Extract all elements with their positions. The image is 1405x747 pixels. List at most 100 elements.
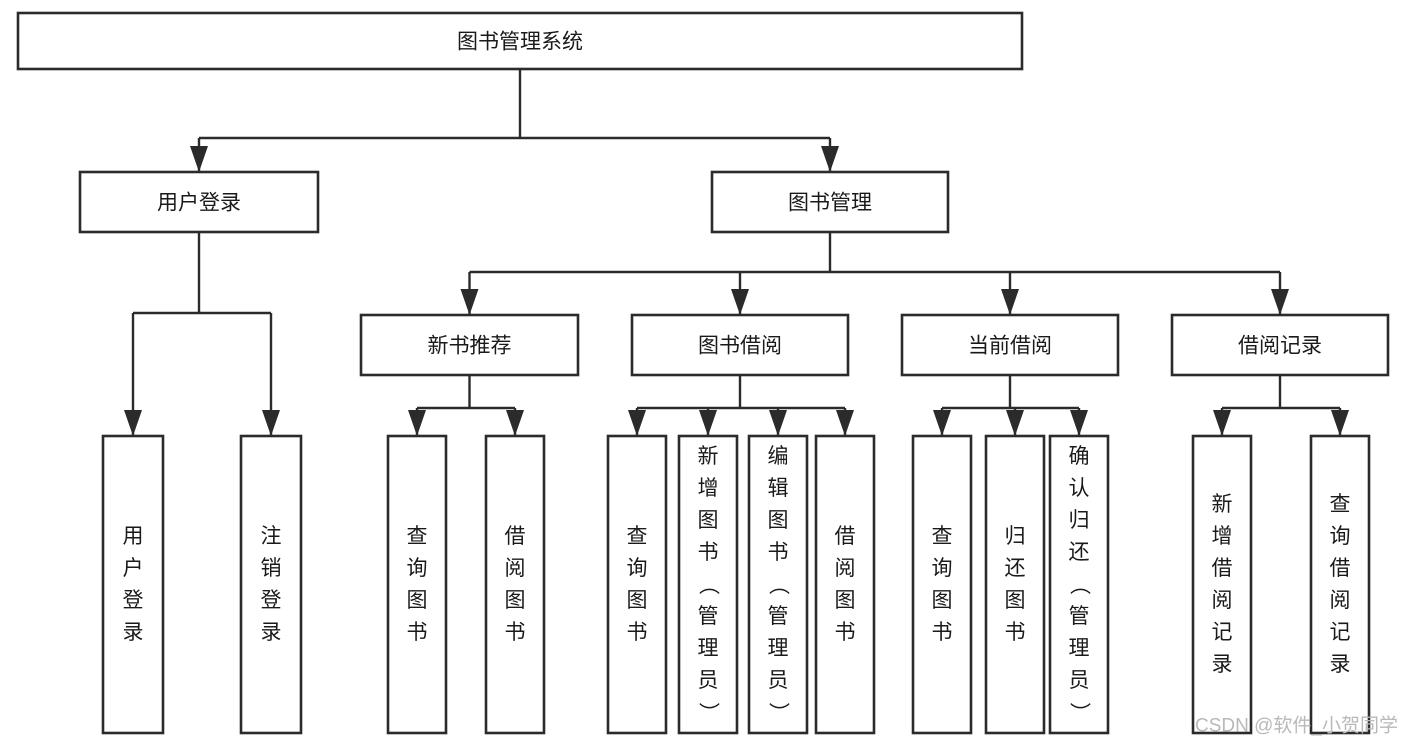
node-图书管理系统-root-rect[interactable] — [16, 11, 1024, 71]
node-用户登录-leaf-0-0[interactable]: 用户登录 — [101, 434, 165, 735]
svg-text:查: 查 — [932, 525, 953, 548]
root-arrow-0 — [190, 146, 208, 172]
svg-text:图: 图 — [932, 589, 953, 612]
node-借阅图书-leaf3-1-3-rect[interactable] — [814, 434, 876, 735]
svg-text:）: ） — [697, 702, 720, 723]
svg-text:书: 书 — [1005, 621, 1026, 644]
csdn-watermark: CSDN @软件_小贺同学 — [1195, 715, 1398, 737]
node-借阅图书-leaf3-0-1-rect[interactable] — [484, 434, 546, 735]
svg-text:编: 编 — [768, 445, 789, 468]
svg-text:（: （ — [767, 574, 790, 595]
svg-text:登: 登 — [261, 589, 282, 612]
svg-text:借: 借 — [1212, 557, 1233, 580]
node-用户登录-leaf-0-0-rect[interactable] — [101, 434, 165, 735]
node-当前借阅-l3-label: 当前借阅 — [968, 335, 1052, 358]
node-layer: 图书管理系统用户登录图书管理新书推荐图书借阅当前借阅借阅记录用户登录注销登录查询… — [16, 11, 1390, 735]
svg-text:阅: 阅 — [505, 557, 526, 580]
svg-text:）: ） — [767, 702, 790, 723]
svg-text:管: 管 — [768, 605, 789, 628]
node-新书推荐-l3-rect[interactable] — [359, 313, 580, 377]
svg-text:书: 书 — [835, 621, 856, 644]
node-查询图书-leaf3-0-0-rect[interactable] — [386, 434, 448, 735]
svg-text:辑: 辑 — [768, 477, 789, 500]
svg-text:书: 书 — [407, 621, 428, 644]
node-确认归还管理员-leaf3-2-2-rect[interactable] — [1048, 434, 1110, 735]
node-用户登录-leaf-0-0-label: 用户登录 — [123, 525, 144, 644]
svg-text:录: 录 — [1212, 653, 1233, 676]
node-归还图书-leaf3-2-1-rect[interactable] — [984, 434, 1046, 735]
node-用户登录-l2-rect[interactable] — [78, 170, 320, 234]
node-用户登录-l2[interactable]: 用户登录 — [78, 170, 320, 234]
svg-text:图: 图 — [505, 589, 526, 612]
node-新增借阅记录-leaf3-3-0-rect[interactable] — [1191, 434, 1253, 735]
book-mgmt-arrow-0 — [460, 289, 479, 315]
node-查询图书-leaf3-2-0-rect[interactable] — [911, 434, 973, 735]
node-新增图书管理员-leaf3-1-1-rect[interactable] — [677, 434, 739, 735]
svg-text:查: 查 — [407, 525, 428, 548]
svg-text:查: 查 — [1330, 493, 1351, 516]
svg-text:增: 增 — [698, 477, 719, 500]
node-图书管理系统-root-label: 图书管理系统 — [457, 31, 583, 54]
svg-text:书: 书 — [698, 541, 719, 564]
node-图书管理系统-root[interactable]: 图书管理系统 — [16, 11, 1024, 71]
node-图书管理-l2-rect[interactable] — [710, 170, 950, 234]
node-查询图书-leaf3-1-0-rect[interactable] — [606, 434, 668, 735]
svg-text:图: 图 — [1005, 589, 1026, 612]
node-当前借阅-l3[interactable]: 当前借阅 — [900, 313, 1120, 377]
svg-text:员: 员 — [698, 669, 719, 692]
svg-text:录: 录 — [261, 621, 282, 644]
node-借阅记录-l3-rect[interactable] — [1170, 313, 1390, 377]
node-图书借阅-l3-rect[interactable] — [630, 313, 850, 377]
l3-1-arrow-3 — [836, 410, 854, 436]
svg-text:注: 注 — [261, 525, 282, 548]
node-新书推荐-l3-label: 新书推荐 — [428, 335, 512, 358]
svg-text:增: 增 — [1212, 525, 1233, 548]
svg-text:还: 还 — [1069, 541, 1090, 564]
svg-text:新: 新 — [698, 445, 719, 468]
node-查询借阅记录-leaf3-3-1-rect[interactable] — [1309, 434, 1371, 735]
svg-text:（: （ — [697, 574, 720, 595]
svg-text:图: 图 — [768, 509, 789, 532]
svg-text:确: 确 — [1069, 445, 1090, 468]
svg-text:还: 还 — [1005, 557, 1026, 580]
node-图书管理-l2[interactable]: 图书管理 — [710, 170, 950, 234]
node-注销登录-leaf-0-1-rect[interactable] — [239, 434, 303, 735]
svg-text:（: （ — [1068, 574, 1091, 595]
svg-text:理: 理 — [768, 637, 789, 660]
node-图书借阅-l3[interactable]: 图书借阅 — [630, 313, 850, 377]
svg-text:员: 员 — [1069, 669, 1090, 692]
svg-text:书: 书 — [932, 621, 953, 644]
node-借阅记录-l3[interactable]: 借阅记录 — [1170, 313, 1390, 377]
book-mgmt-arrow-2 — [1001, 289, 1019, 315]
node-编辑图书管理员-leaf3-1-2-rect[interactable] — [747, 434, 809, 735]
node-当前借阅-l3-rect[interactable] — [900, 313, 1120, 377]
svg-text:图: 图 — [627, 589, 648, 612]
svg-text:书: 书 — [627, 621, 648, 644]
node-新书推荐-l3[interactable]: 新书推荐 — [359, 313, 580, 377]
svg-text:户: 户 — [123, 557, 144, 580]
svg-text:录: 录 — [123, 621, 144, 644]
svg-text:询: 询 — [1330, 525, 1351, 548]
svg-text:查: 查 — [627, 525, 648, 548]
svg-text:归: 归 — [1005, 525, 1026, 548]
svg-text:借: 借 — [505, 525, 526, 548]
svg-text:认: 认 — [1069, 477, 1090, 500]
l3-2-arrow-2 — [1070, 410, 1088, 436]
